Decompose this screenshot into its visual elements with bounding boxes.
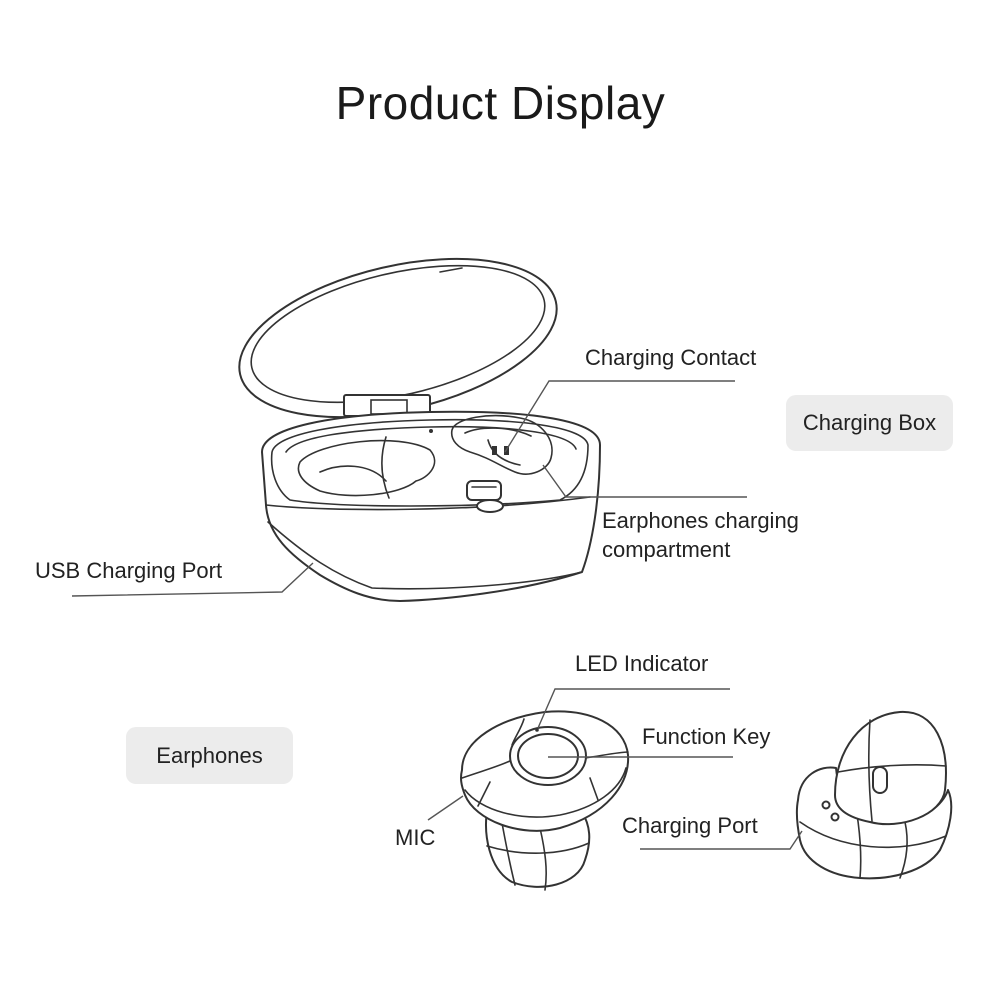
- left-earphone-compartment: [297, 436, 436, 499]
- label-earphones-compartment: Earphones charging compartment: [602, 506, 799, 564]
- charging-case-lid: [238, 257, 558, 419]
- badge-charging-box-text: Charging Box: [802, 410, 937, 435]
- contact-pin: [492, 446, 497, 455]
- leader-usb-charging-port: [71, 562, 314, 597]
- base-rim-opening: [270, 418, 589, 507]
- label-usb-charging-port: USB Charging Port: [35, 558, 223, 583]
- page-title: Product Display: [335, 77, 666, 129]
- badge-charging-box: Charging Box: [786, 395, 953, 451]
- base-rim-depth: [285, 425, 577, 453]
- label-charging-contact: Charging Contact: [585, 345, 757, 370]
- dome-vent: [872, 766, 888, 794]
- leader-mic: [427, 795, 464, 821]
- latch-button: [476, 499, 504, 513]
- leader-charging-contact: [504, 380, 735, 453]
- label-charging-port: Charging Port: [622, 813, 758, 838]
- rim-indicator-dot: [429, 429, 433, 433]
- lid-tab: [439, 267, 463, 273]
- leader-earphones-compartment: [542, 464, 747, 498]
- led-indicator-dot: [535, 728, 539, 732]
- charging-case-base: [261, 410, 601, 602]
- lid-inner-edge: [250, 264, 546, 404]
- base-upper-band: [265, 496, 591, 511]
- latch-block: [466, 480, 502, 501]
- charging-port-contact: [821, 800, 831, 810]
- earphone-right: [795, 710, 953, 880]
- label-led-indicator: LED Indicator: [575, 651, 709, 676]
- badge-earphones-text: Earphones: [156, 742, 263, 768]
- function-key: [517, 733, 579, 779]
- case-front-latch: [466, 480, 504, 513]
- badge-earphones: Earphones: [126, 727, 293, 784]
- leader-led-indicator: [537, 688, 730, 729]
- label-function-key: Function Key: [642, 724, 771, 749]
- base-lower-band: [267, 521, 583, 590]
- right-earphone-compartment: [450, 414, 553, 475]
- label-mic: MIC: [395, 825, 436, 850]
- label-earphones-compartment-line2: compartment: [602, 537, 731, 562]
- ear-tip-dome: [834, 710, 947, 826]
- earphone-left: [460, 710, 630, 891]
- charging-port-contact: [830, 812, 840, 822]
- label-earphones-compartment-line1: Earphones charging: [602, 508, 799, 533]
- leader-charging-port: [640, 830, 803, 850]
